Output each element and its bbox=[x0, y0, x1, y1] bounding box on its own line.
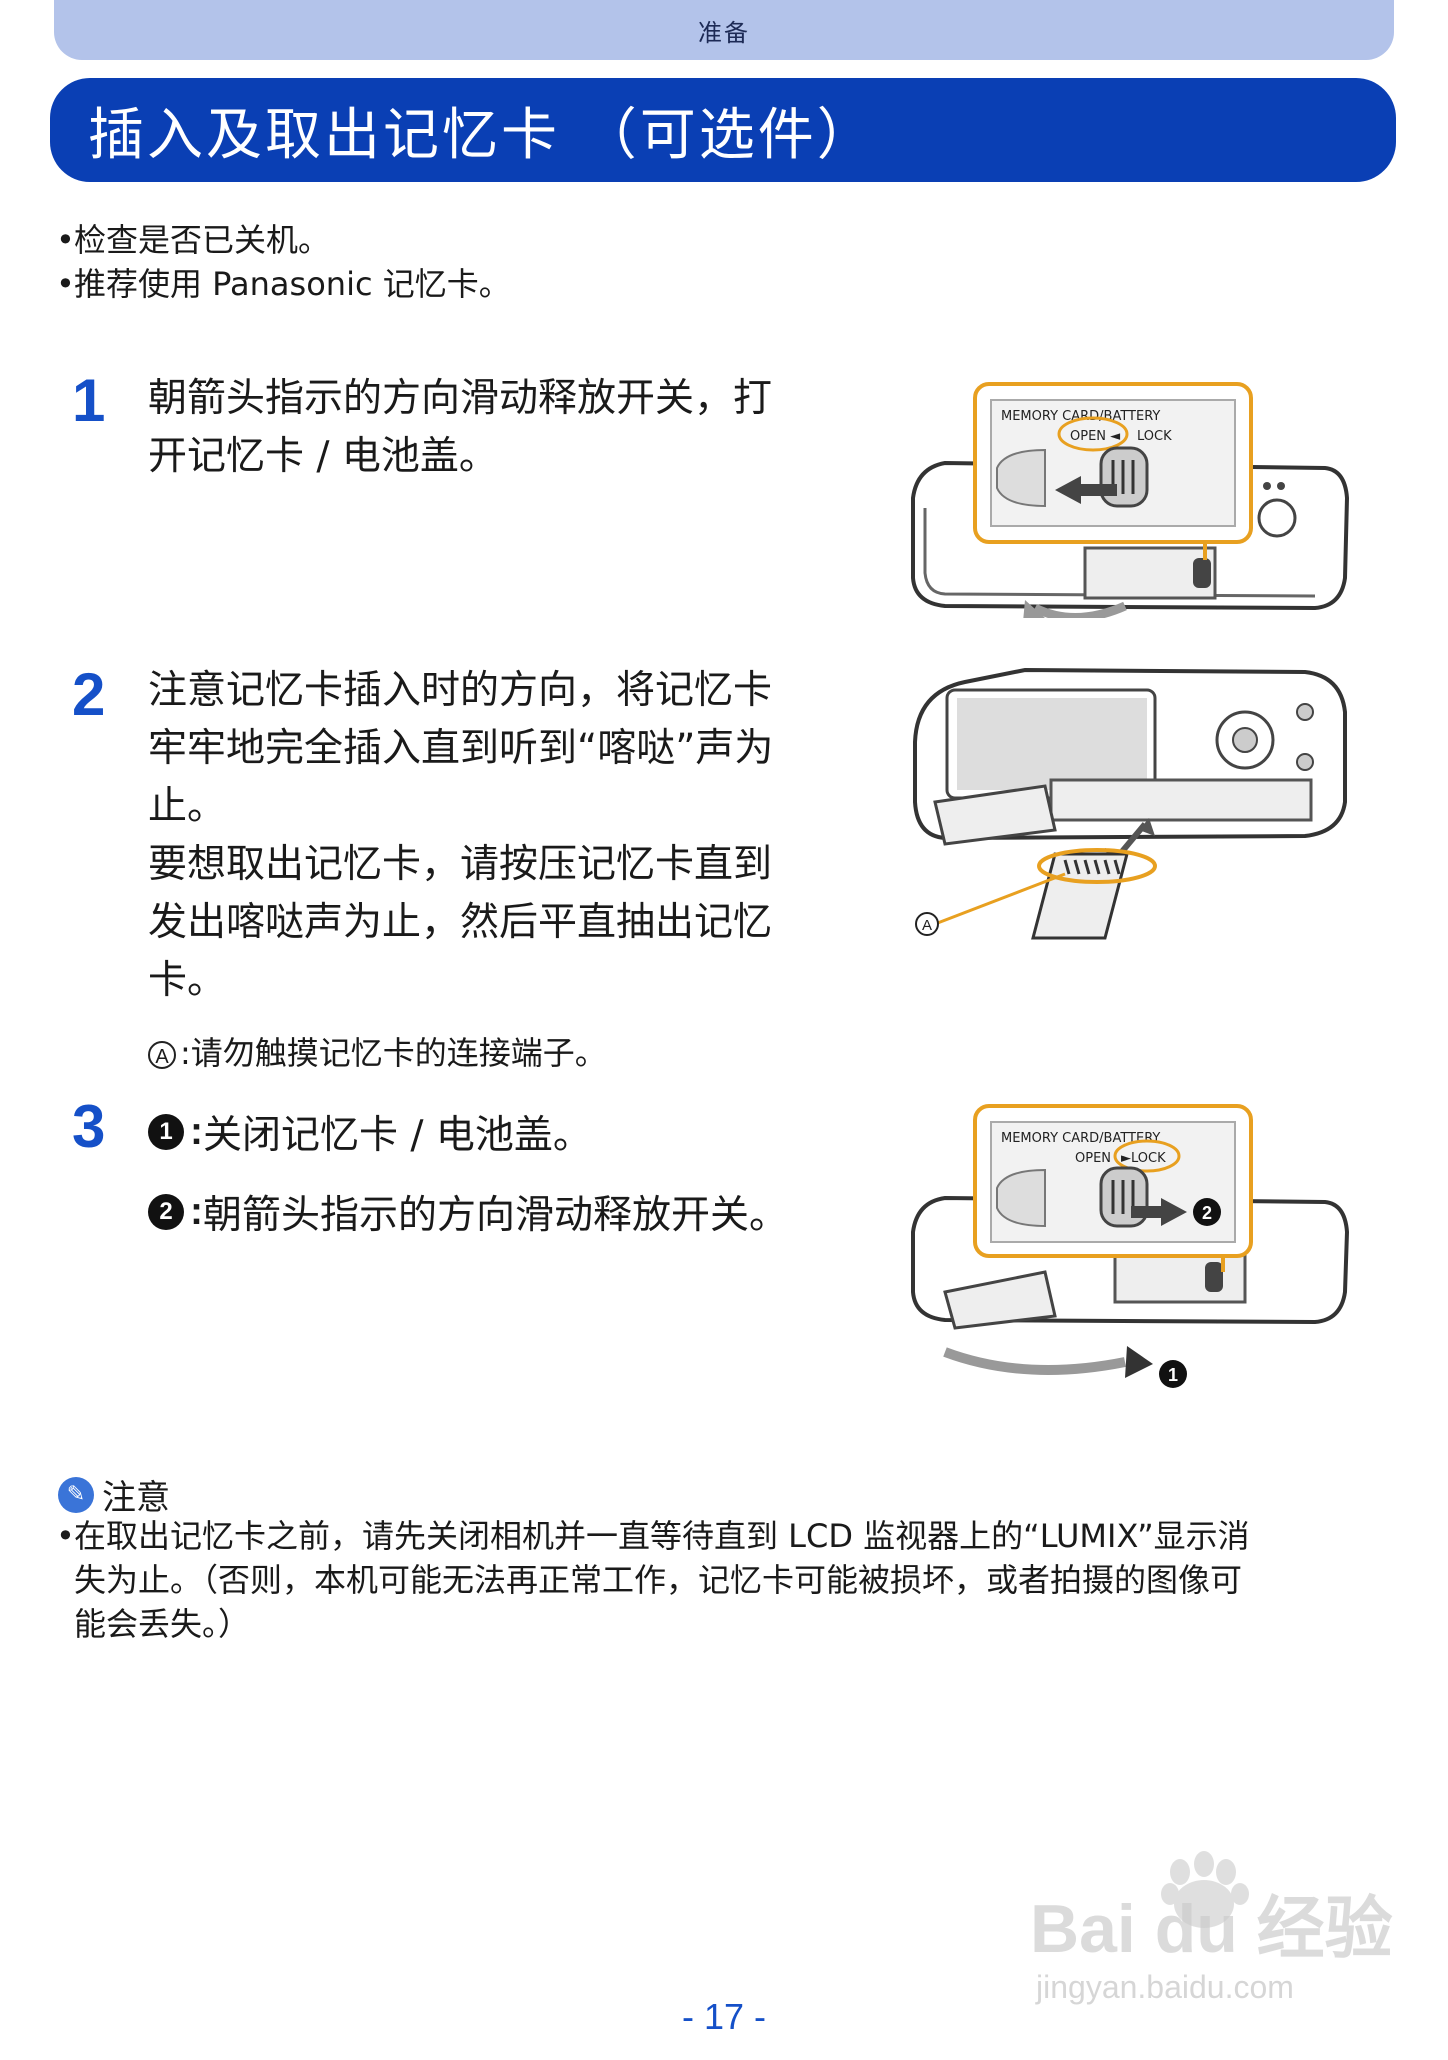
step2-camera-illustration: A bbox=[913, 667, 1347, 940]
label-open: OPEN bbox=[1075, 1151, 1111, 1166]
label-memory-card-battery: MEMORY CARD/BATTERY bbox=[1001, 409, 1160, 424]
step-3-sub-2: 2:朝箭头指示的方向滑动释放开关。 bbox=[148, 1184, 788, 1240]
marker-2-icon: 2 bbox=[148, 1194, 184, 1230]
step-3-sub-1: 1:关闭记忆卡 / 电池盖。 bbox=[148, 1104, 592, 1160]
label-lock: LOCK bbox=[1137, 429, 1172, 444]
caution-text: • 在取出记忆卡之前，请先关闭相机并一直等待直到 LCD 监视器上的“LUMIX… bbox=[56, 1517, 1250, 1643]
step-number-1: 1 bbox=[72, 367, 106, 434]
step3-camera-illustration: 1 MEMORY CARD/BATTERY OPEN ►LOCK 2 bbox=[911, 1104, 1350, 1388]
watermark-brand: Bai du 经验 bbox=[1030, 1891, 1393, 1967]
precheck-list: •检查是否已关机。 •推荐使用 Panasonic 记忆卡。 bbox=[56, 218, 511, 306]
step-1-text: 朝箭头指示的方向滑动释放开关，打 开记忆卡 / 电池盖。 bbox=[148, 376, 773, 479]
page-number: - 17 - bbox=[681, 1996, 767, 2037]
list-item: •推荐使用 Panasonic 记忆卡。 bbox=[56, 265, 511, 303]
label-memory-card-battery: MEMORY CARD/BATTERY bbox=[1001, 1131, 1160, 1146]
caution-heading: ✎ 注意 bbox=[58, 1470, 170, 1519]
step-number-3: 3 bbox=[72, 1093, 106, 1160]
baidu-watermark: Bai du 经验 jingyan.baidu.com bbox=[1030, 1851, 1393, 2005]
step-2-note: A:请勿触摸记忆卡的连接端子。 bbox=[148, 1028, 607, 1074]
list-item: •检查是否已关机。 bbox=[56, 221, 331, 259]
marker-a-icon: A bbox=[148, 1041, 176, 1069]
section-label: 准备 bbox=[698, 18, 750, 47]
marker-2-label: 2 bbox=[1202, 1203, 1212, 1223]
watermark-url: jingyan.baidu.com bbox=[1035, 1969, 1294, 2005]
step-number-2: 2 bbox=[72, 661, 106, 728]
page-title: 插入及取出记忆卡 （可选件） bbox=[88, 102, 876, 168]
pencil-icon: ✎ bbox=[58, 1476, 94, 1513]
step1-camera-illustration: MEMORY CARD/BATTERY OPEN ◄ LOCK bbox=[911, 382, 1350, 618]
marker-a-label: A bbox=[922, 917, 932, 934]
step-2-text: 注意记忆卡插入时的方向，将记忆卡 牢牢地完全插入直到听到“喀哒”声为 止。 要想… bbox=[148, 668, 774, 1003]
marker-1-icon: 1 bbox=[148, 1114, 184, 1150]
label-lock: ►LOCK bbox=[1121, 1151, 1166, 1166]
page-title-bar: 插入及取出记忆卡 （可选件） bbox=[50, 78, 1396, 182]
label-open: OPEN ◄ bbox=[1070, 429, 1120, 444]
marker-1-label: 1 bbox=[1168, 1365, 1178, 1385]
section-tab: 准备 bbox=[54, 0, 1394, 60]
